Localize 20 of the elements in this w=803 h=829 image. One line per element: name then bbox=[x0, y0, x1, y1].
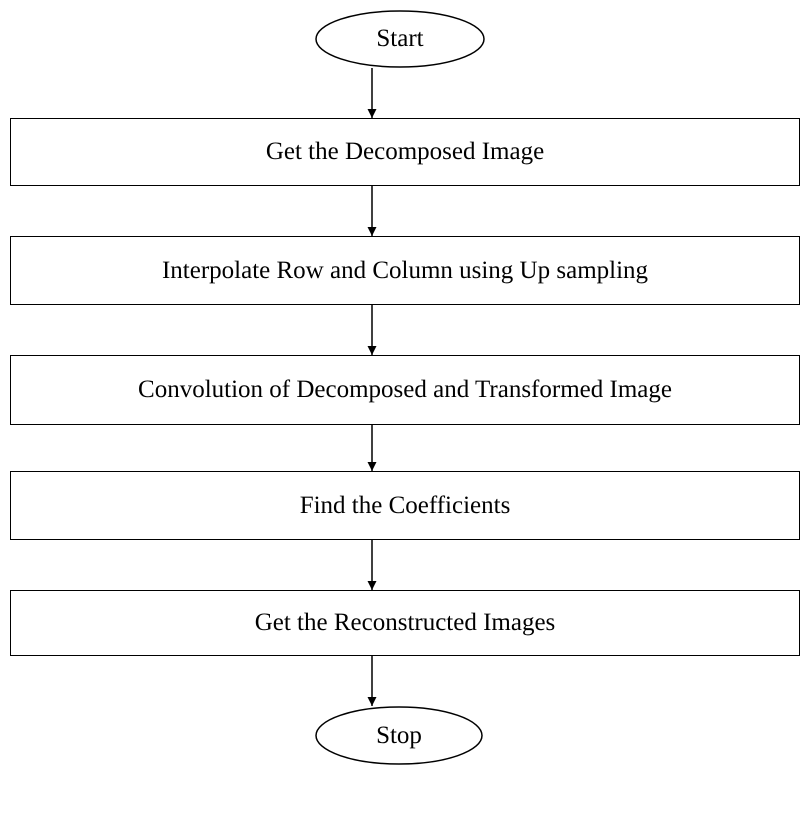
process-box bbox=[10, 355, 800, 425]
arrow bbox=[368, 425, 376, 471]
step-label: Convolution of Decomposed and Transformed Image bbox=[138, 376, 672, 404]
step-label: Get the Decomposed Image bbox=[266, 138, 544, 166]
arrow bbox=[368, 656, 376, 706]
arrow bbox=[368, 540, 376, 590]
step-label: Get the Reconstructed Images bbox=[254, 609, 556, 637]
process-box bbox=[10, 471, 800, 540]
arrow bbox=[368, 68, 376, 118]
arrow bbox=[368, 305, 376, 355]
step-label: Stop bbox=[376, 722, 422, 750]
process-box bbox=[10, 590, 800, 656]
process-box bbox=[10, 118, 800, 186]
step-label: Start bbox=[376, 25, 424, 53]
terminal-ellipse bbox=[315, 10, 485, 68]
process-box bbox=[10, 236, 800, 305]
terminal-ellipse bbox=[315, 706, 483, 765]
arrow bbox=[368, 186, 376, 236]
step-label: Find the Coefficients bbox=[300, 492, 510, 520]
step-label: Interpolate Row and Column using Up sampling bbox=[162, 256, 648, 284]
